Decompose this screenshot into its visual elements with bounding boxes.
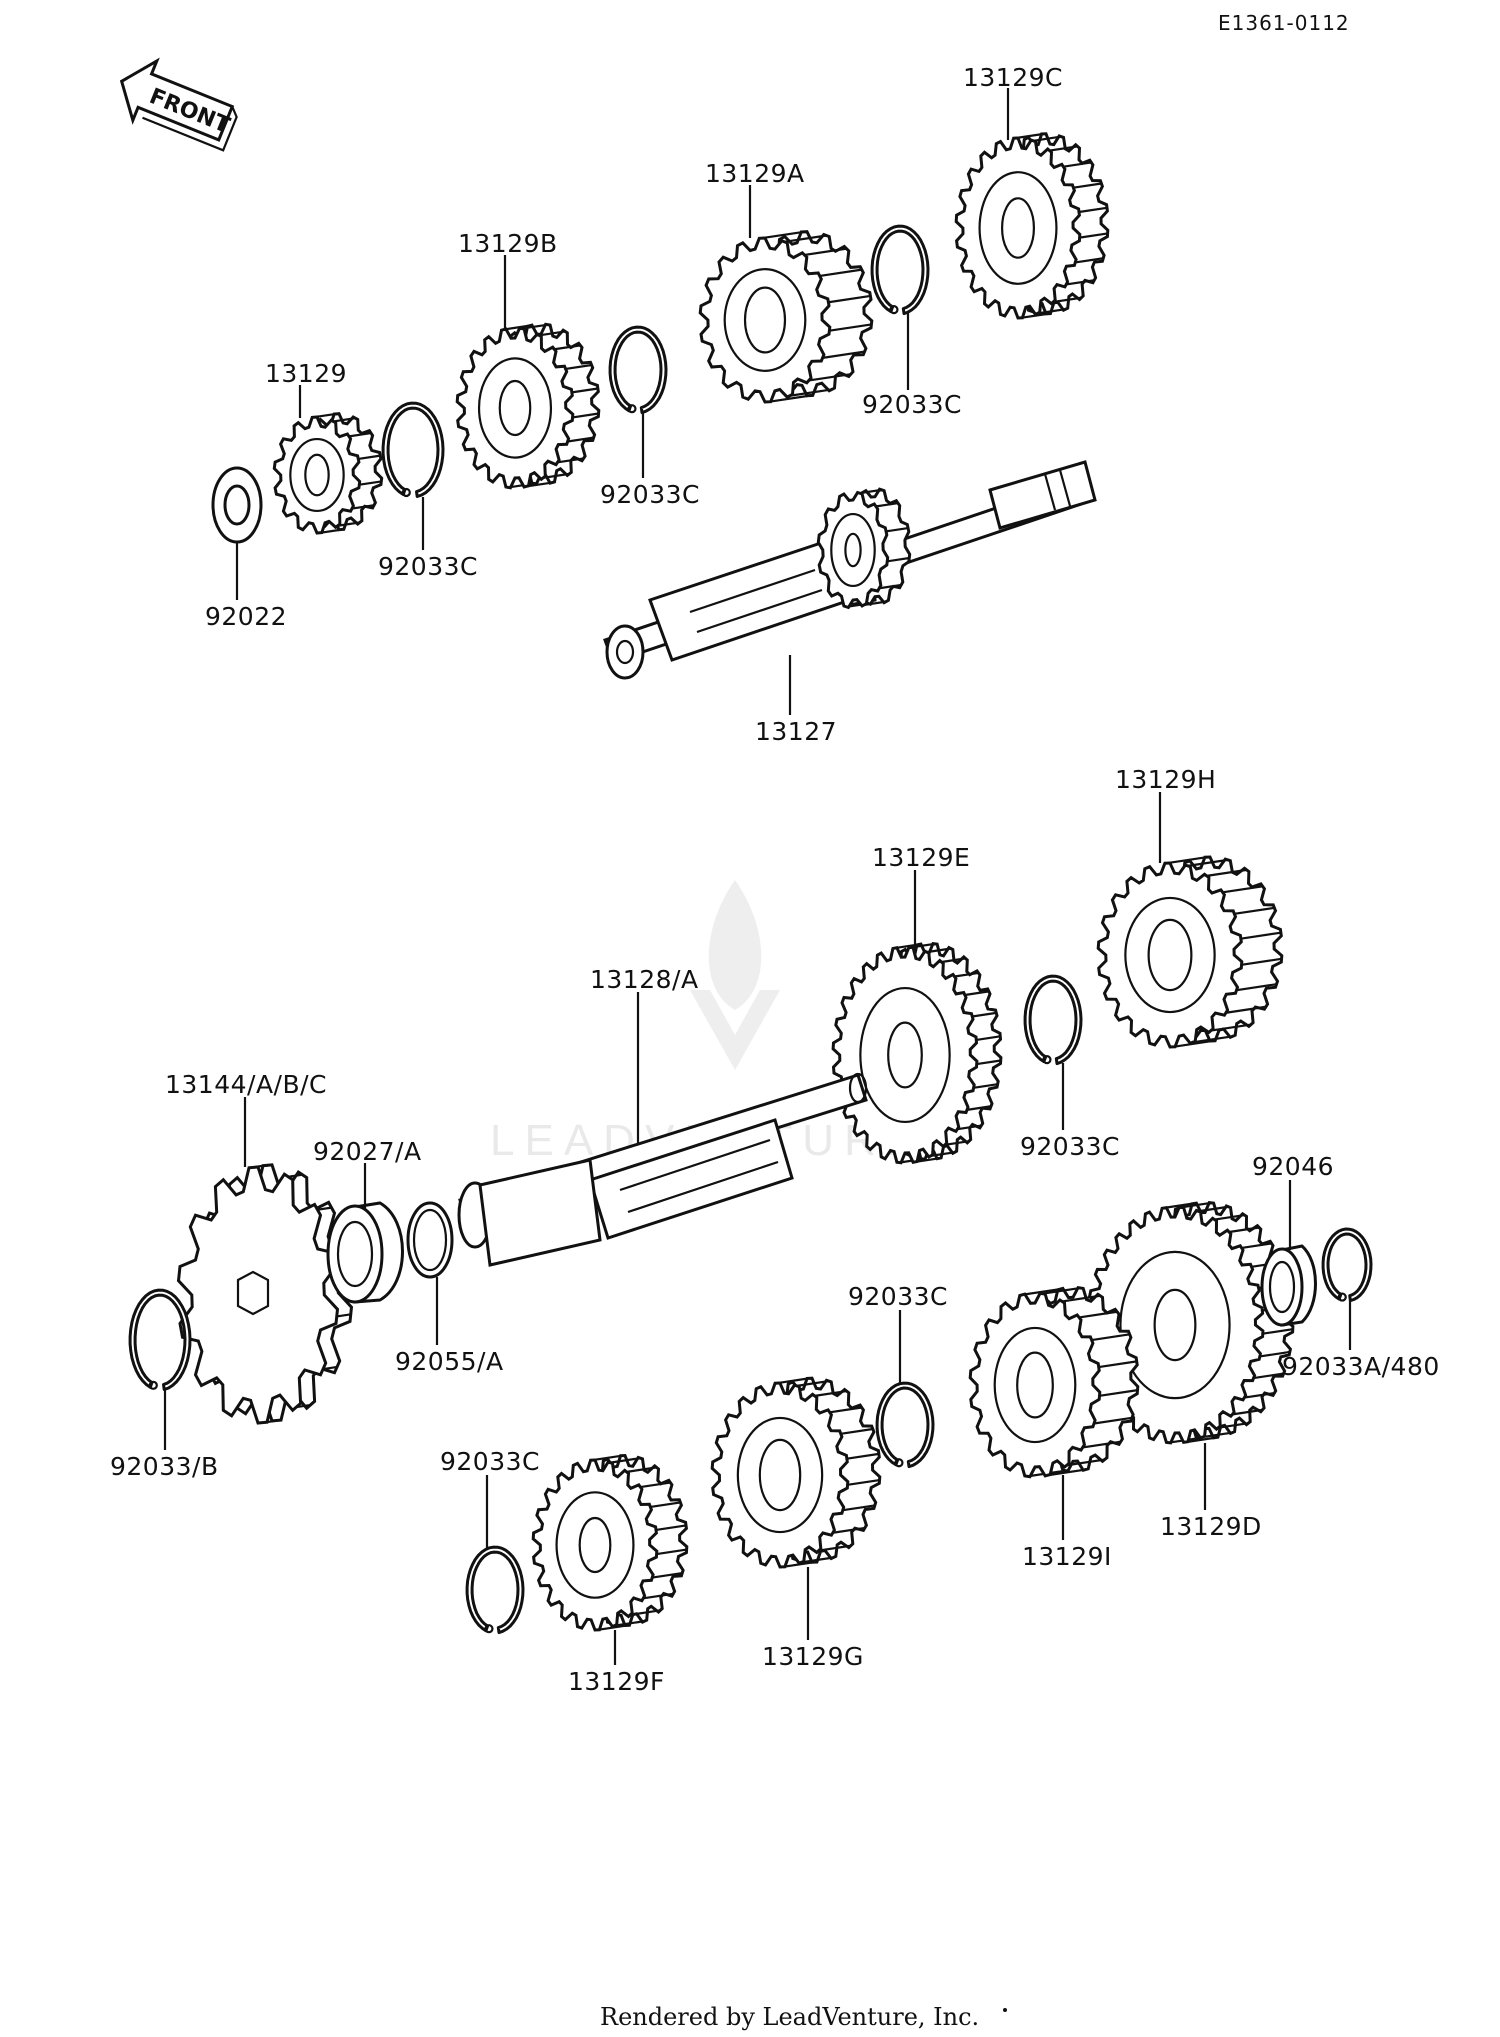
- label-92046[interactable]: 92046: [1252, 1152, 1334, 1181]
- gear-13129f: [531, 1453, 689, 1632]
- washer-92022: [211, 466, 263, 544]
- front-arrow: FRONT: [119, 57, 238, 152]
- label-13129c[interactable]: 13129C: [963, 63, 1063, 92]
- footer-dot: [1003, 2008, 1007, 2012]
- label-92033c-5[interactable]: 92033C: [848, 1282, 948, 1311]
- circlip-92033c-3: [870, 224, 930, 316]
- label-92055a[interactable]: 92055/A: [395, 1347, 504, 1376]
- label-13129g[interactable]: 13129G: [762, 1642, 864, 1671]
- label-92033c-3[interactable]: 92033C: [862, 390, 962, 419]
- bearing-92046: [1260, 1244, 1317, 1327]
- circlip-92033c-2: [608, 325, 668, 415]
- gear-13129g: [710, 1376, 882, 1569]
- diagram-code: E1361-0112: [1218, 11, 1350, 35]
- label-13129[interactable]: 13129: [265, 359, 347, 388]
- circlip-92033c-6: [465, 1545, 525, 1635]
- label-13129b[interactable]: 13129B: [458, 229, 558, 258]
- label-13127[interactable]: 13127: [755, 717, 837, 746]
- shaft-13128a: [457, 1072, 868, 1267]
- leader-lines: [163, 88, 1352, 1665]
- label-92027a[interactable]: 92027/A: [313, 1137, 422, 1166]
- label-92033a480[interactable]: 92033A/480: [1282, 1352, 1440, 1381]
- oring-92055a: [406, 1201, 454, 1279]
- label-13144[interactable]: 13144/A/B/C: [165, 1070, 327, 1099]
- gear-13129h: [1096, 855, 1284, 1049]
- label-13129e[interactable]: 13129E: [872, 843, 970, 872]
- circlip-92033c-1: [381, 401, 445, 498]
- circlip-92033c-4: [1023, 974, 1083, 1066]
- gear-13129e: [831, 941, 1003, 1165]
- label-13129h[interactable]: 13129H: [1115, 765, 1216, 794]
- gear-13129: [272, 412, 384, 535]
- label-92033c-4[interactable]: 92033C: [1020, 1132, 1120, 1161]
- gear-13129b: [455, 322, 601, 490]
- label-92033c-2[interactable]: 92033C: [600, 480, 700, 509]
- gear-13129c: [954, 132, 1110, 320]
- footer-credit: Rendered by LeadVenture, Inc.: [600, 2003, 979, 2031]
- label-13129i[interactable]: 13129I: [1022, 1542, 1112, 1571]
- circlip-92033c-5: [875, 1381, 935, 1469]
- label-92033b[interactable]: 92033/B: [110, 1452, 219, 1481]
- circlip-92033a480: [1321, 1227, 1373, 1303]
- collar-92027a: [326, 1201, 404, 1304]
- label-13129f[interactable]: 13129F: [568, 1667, 665, 1696]
- label-92033c-1[interactable]: 92033C: [378, 552, 478, 581]
- gear-13129i: [968, 1285, 1140, 1479]
- sprocket-hub: [236, 1270, 270, 1316]
- label-13128a[interactable]: 13128/A: [590, 965, 699, 994]
- label-92022[interactable]: 92022: [205, 602, 287, 631]
- label-13129d[interactable]: 13129D: [1160, 1512, 1262, 1541]
- label-13129a[interactable]: 13129A: [705, 159, 805, 188]
- gear-13129a: [698, 230, 874, 404]
- circlip-92033b: [128, 1288, 192, 1391]
- sprocket-13144: [176, 1163, 354, 1425]
- shaft-gear-13127: [816, 487, 912, 610]
- part-labels: 92022 13129 92033C 13129B 92033C 13129A …: [110, 63, 1440, 1696]
- label-92033c-6[interactable]: 92033C: [440, 1447, 540, 1476]
